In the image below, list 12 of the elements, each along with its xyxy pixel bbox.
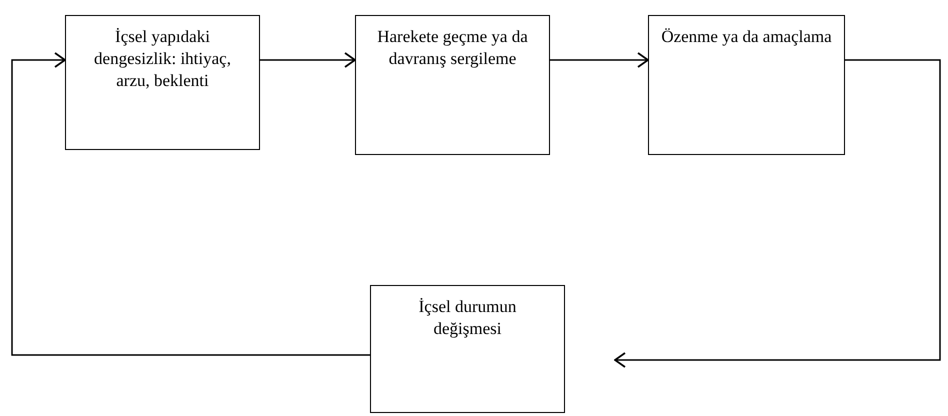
box-text: Harekete geçme ya da davranış sergileme	[376, 26, 529, 70]
process-box	[355, 15, 550, 155]
box-text: İçsel yapıdaki dengesizlik: ihtiyaç, arzu, beklenti	[93, 26, 232, 92]
arrow	[260, 52, 356, 68]
box-text: İçsel durumun değişmesi	[418, 296, 518, 340]
box-text: Özenme ya da amaçlama	[661, 26, 832, 48]
process-box	[65, 15, 260, 150]
arrow	[11, 52, 370, 356]
arrow	[614, 59, 941, 368]
process-box	[648, 15, 845, 155]
process-box	[370, 285, 565, 413]
arrow	[550, 52, 649, 68]
